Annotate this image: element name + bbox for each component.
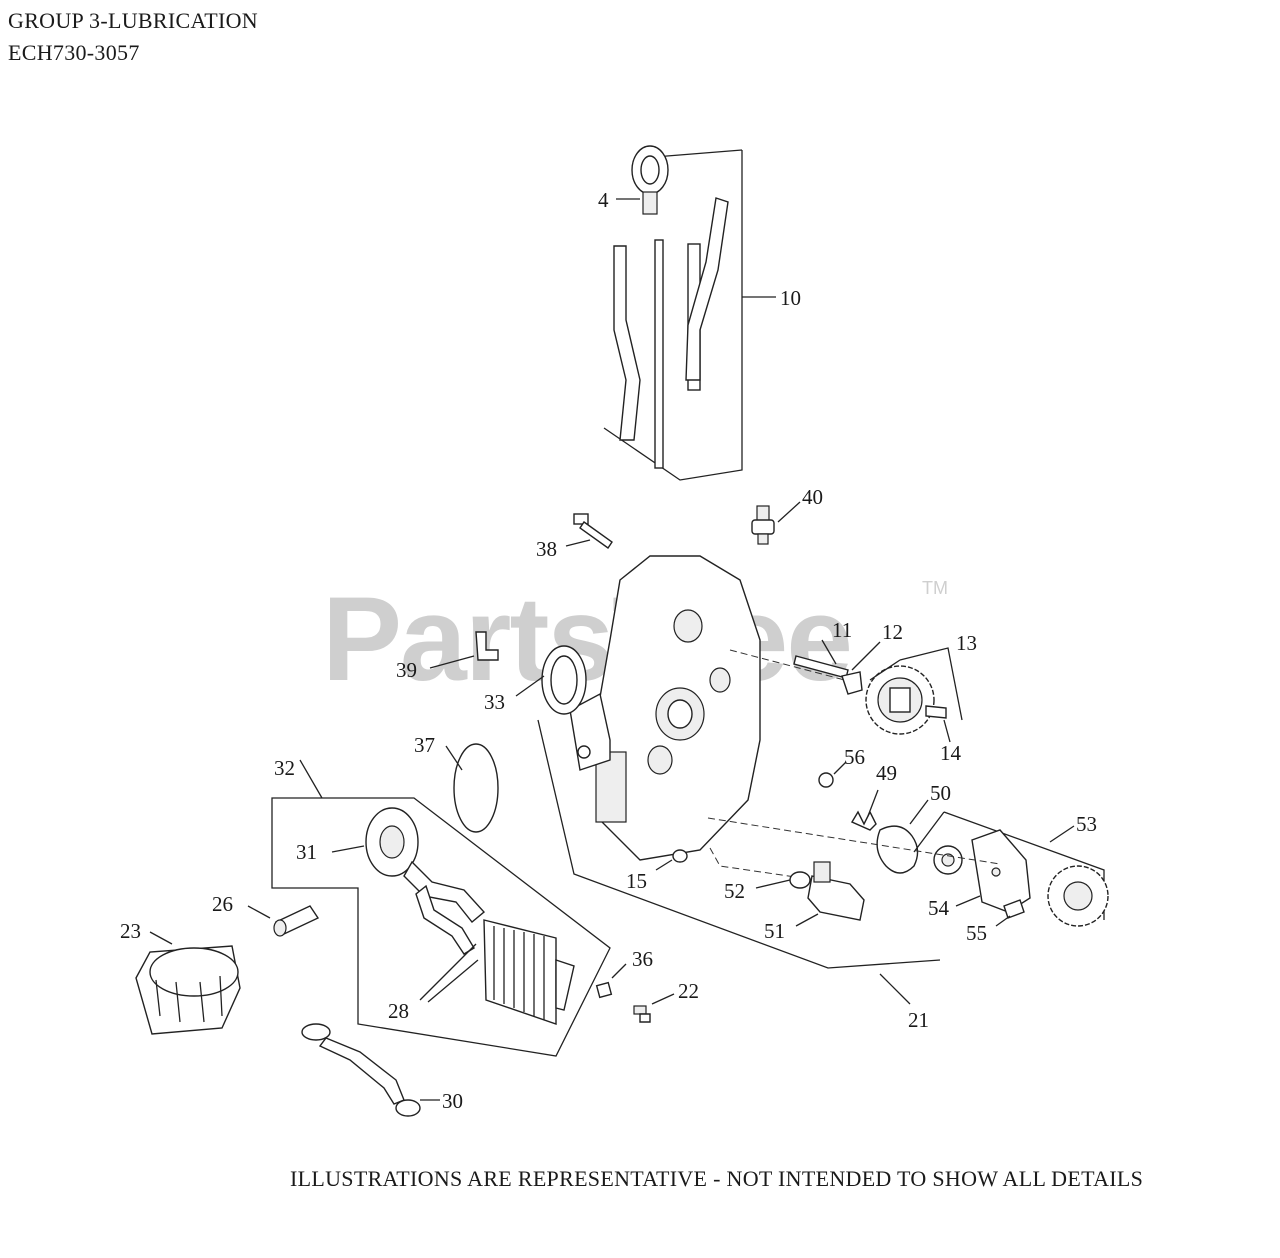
callout-13: 13 <box>956 631 977 655</box>
callout-39: 39 <box>396 658 417 682</box>
part-drain-hose-30[interactable] <box>301 1023 421 1117</box>
watermark-trademark: TM <box>922 578 948 598</box>
callout-49: 49 <box>876 761 897 785</box>
oil-cooler-group-bracket-32 <box>271 759 611 1057</box>
assembly-line-pickup <box>709 847 817 881</box>
leader-51 <box>795 913 819 927</box>
part-spring-49[interactable] <box>850 810 877 831</box>
leader-38 <box>565 539 591 547</box>
leader-31 <box>331 845 365 853</box>
part-o-ring-52[interactable] <box>789 871 811 889</box>
leader-50 <box>909 799 929 825</box>
part-pin-12[interactable] <box>841 671 863 695</box>
part-ball-56[interactable] <box>818 772 834 788</box>
callout-31: 31 <box>296 840 317 864</box>
leader-11 <box>821 639 837 665</box>
part-bolt-38[interactable] <box>573 513 613 549</box>
leader-36 <box>611 963 627 979</box>
callout-23: 23 <box>120 919 141 943</box>
assembly-line-pump <box>707 817 1001 865</box>
callout-22: 22 <box>678 979 699 1003</box>
leader-39 <box>429 655 475 669</box>
callout-53: 53 <box>1076 812 1097 836</box>
callout-56: 56 <box>844 745 865 769</box>
callout-55: 55 <box>966 921 987 945</box>
callout-36: 36 <box>632 947 653 971</box>
part-pump-cover-54[interactable] <box>971 829 1031 913</box>
part-oil-pressure-sensor[interactable] <box>751 505 775 545</box>
callout-28: 28 <box>388 999 409 1023</box>
disclaimer-footer: ILLUSTRATIONS ARE REPRESENTATIVE - NOT I… <box>290 1166 1144 1191</box>
leader-23 <box>149 931 173 945</box>
diagram-group-title: GROUP 3-LUBRICATION <box>8 8 258 33</box>
leader-14 <box>943 719 951 743</box>
part-pump-drive-gear[interactable] <box>1047 865 1109 927</box>
part-fitting-39[interactable] <box>475 631 499 661</box>
callout-50: 50 <box>930 781 951 805</box>
part-pump-rotor[interactable] <box>933 845 963 875</box>
leader-26 <box>247 905 271 919</box>
part-stud-14[interactable] <box>925 705 947 719</box>
callout-37: 37 <box>414 733 435 757</box>
callout-4: 4 <box>598 188 609 212</box>
leader-21 <box>879 973 911 1005</box>
callout-12: 12 <box>882 620 903 644</box>
part-gasket-50[interactable] <box>876 825 919 874</box>
leader-33 <box>515 675 545 697</box>
leader-52 <box>755 879 791 889</box>
leader-15 <box>655 859 673 871</box>
leader-28a <box>419 943 477 1001</box>
callout-51: 51 <box>764 919 785 943</box>
gear-group-bracket-13 <box>869 647 963 721</box>
assembly-line-11 <box>729 649 861 685</box>
callout-30: 30 <box>442 1089 463 1113</box>
closure-plate-bracket <box>537 719 941 969</box>
part-filter-adapter-31[interactable] <box>365 807 419 877</box>
part-oil-pump-gear[interactable] <box>865 665 935 735</box>
part-screw-55[interactable] <box>1003 899 1025 919</box>
callout-14: 14 <box>940 741 962 765</box>
callout-15: 15 <box>626 869 647 893</box>
model-number: ECH730-3057 <box>8 40 140 65</box>
part-closure-plate[interactable] <box>569 555 761 861</box>
part-cooler-hoses[interactable] <box>403 860 486 955</box>
part-nipple-26[interactable] <box>273 905 320 937</box>
callout-32: 32 <box>274 756 295 780</box>
leader-56 <box>833 761 847 775</box>
callout-54: 54 <box>928 896 950 920</box>
part-o-ring-37[interactable] <box>453 743 499 833</box>
part-oil-filter[interactable] <box>135 945 241 1035</box>
part-oil-seal[interactable] <box>541 645 587 715</box>
leader-49 <box>867 789 879 817</box>
leader-28b <box>427 959 479 1003</box>
part-o-ring-15[interactable] <box>672 849 688 863</box>
callout-26: 26 <box>212 892 233 916</box>
callout-11: 11 <box>832 618 852 642</box>
part-oil-cooler[interactable] <box>483 919 575 1025</box>
part-oil-pickup-51[interactable] <box>807 861 865 921</box>
leader-22 <box>651 993 675 1005</box>
part-screw-22[interactable] <box>633 1005 651 1023</box>
leader-40 <box>777 501 801 523</box>
callout-10: 10 <box>780 286 801 310</box>
callout-38: 38 <box>536 537 557 561</box>
leader-55 <box>995 915 1011 927</box>
callout-52: 52 <box>724 879 745 903</box>
callout-40: 40 <box>802 485 823 509</box>
part-dipstick-tubes[interactable] <box>613 197 729 441</box>
leader-37 <box>445 745 463 771</box>
part-nut-36[interactable] <box>595 981 613 999</box>
callout-21: 21 <box>908 1008 929 1032</box>
leader-54 <box>955 895 981 907</box>
callout-33: 33 <box>484 690 505 714</box>
part-dipstick[interactable] <box>631 145 669 469</box>
watermark-logo: PartsTree <box>322 572 851 706</box>
leader-12 <box>851 641 881 671</box>
